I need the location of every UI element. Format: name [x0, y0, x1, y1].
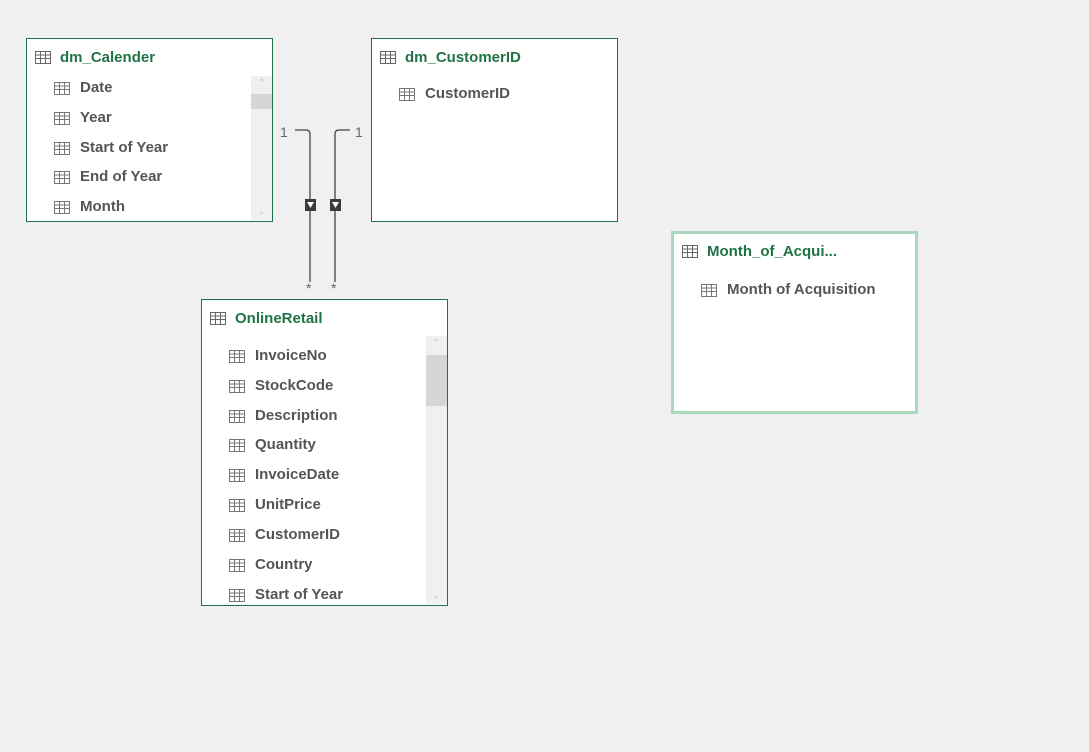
field-label: Month of Acquisition	[727, 281, 876, 298]
cardinality-one-customer: 1	[355, 124, 363, 140]
table-title: Month_of_Acqui...	[707, 243, 837, 260]
field-label: Date	[80, 79, 113, 96]
field-icon	[229, 469, 245, 482]
field-label: Country	[255, 556, 313, 573]
table-title: OnlineRetail	[235, 310, 323, 327]
scroll-up-icon[interactable]: ⌃	[432, 338, 441, 349]
field-icon	[229, 589, 245, 602]
relationship-line-customer	[334, 129, 350, 282]
field-icon	[54, 112, 70, 125]
field-icon	[229, 439, 245, 452]
field-label: Year	[80, 109, 112, 126]
relationship-line-calendar	[295, 129, 311, 282]
field-icon	[54, 142, 70, 155]
scroll-thumb[interactable]	[251, 94, 272, 109]
field-label: Month	[80, 198, 125, 215]
field-label: CustomerID	[255, 526, 341, 543]
field-icon	[54, 171, 70, 184]
table-card-dm-customerid[interactable]: dm_CustomerID CustomerID	[371, 38, 618, 222]
field-icon	[54, 201, 70, 214]
field-label: Start of Year	[255, 586, 344, 603]
field-list: Month of Acquisition	[674, 234, 915, 411]
field-list: Date Year Start of Year End of Year Mont…	[27, 39, 250, 221]
table-icon	[380, 51, 396, 64]
table-icon	[210, 312, 226, 325]
field-icon	[229, 529, 245, 542]
scroll-thumb[interactable]	[426, 355, 447, 406]
field-label: Start of Year	[80, 139, 169, 156]
field-list: InvoiceNo StockCode Description Quantity…	[202, 300, 425, 605]
field-icon	[54, 82, 70, 95]
table-icon	[682, 245, 698, 258]
scrollbar[interactable]: ⌃ ⌄	[251, 76, 272, 220]
field-icon	[701, 284, 717, 297]
table-card-dm-calender[interactable]: dm_Calender Date Year Start of Year End …	[26, 38, 273, 222]
table-icon	[35, 51, 51, 64]
field-icon	[229, 559, 245, 572]
table-header[interactable]: OnlineRetail	[202, 300, 447, 336]
field-label: InvoiceNo	[255, 347, 327, 364]
field-label: UnitPrice	[255, 496, 321, 513]
field-icon	[229, 380, 245, 393]
field-label: InvoiceDate	[255, 466, 340, 483]
cardinality-many-customer: *	[331, 280, 337, 296]
field-label: Quantity	[255, 436, 316, 453]
table-title: dm_Calender	[60, 49, 156, 66]
field-label: StockCode	[255, 377, 334, 394]
table-header[interactable]: dm_Calender	[27, 39, 272, 75]
scroll-up-icon[interactable]: ⌃	[257, 78, 266, 89]
cardinality-one-calendar: 1	[280, 124, 288, 140]
scroll-down-icon[interactable]: ⌄	[257, 206, 266, 217]
field-icon	[399, 88, 415, 101]
scrollbar[interactable]: ⌃ ⌄	[426, 336, 447, 604]
field-icon	[229, 410, 245, 423]
field-list: CustomerID	[372, 39, 617, 221]
cardinality-many-calendar: *	[306, 280, 312, 296]
scroll-down-icon[interactable]: ⌄	[432, 590, 441, 601]
field-label: Description	[255, 407, 338, 424]
field-label: End of Year	[80, 168, 163, 185]
table-title: dm_CustomerID	[405, 49, 521, 66]
table-header[interactable]: dm_CustomerID	[372, 39, 617, 75]
table-card-onlineretail[interactable]: OnlineRetail InvoiceNo StockCode Descrip…	[201, 299, 448, 606]
arrow-down-icon	[330, 199, 341, 211]
arrow-down-icon	[305, 199, 316, 211]
field-icon	[229, 350, 245, 363]
table-card-month-of-acquisition[interactable]: Month_of_Acqui... Month of Acquisition	[671, 231, 918, 414]
table-header[interactable]: Month_of_Acqui...	[674, 234, 915, 270]
field-icon	[229, 499, 245, 512]
field-label: CustomerID	[425, 85, 511, 102]
